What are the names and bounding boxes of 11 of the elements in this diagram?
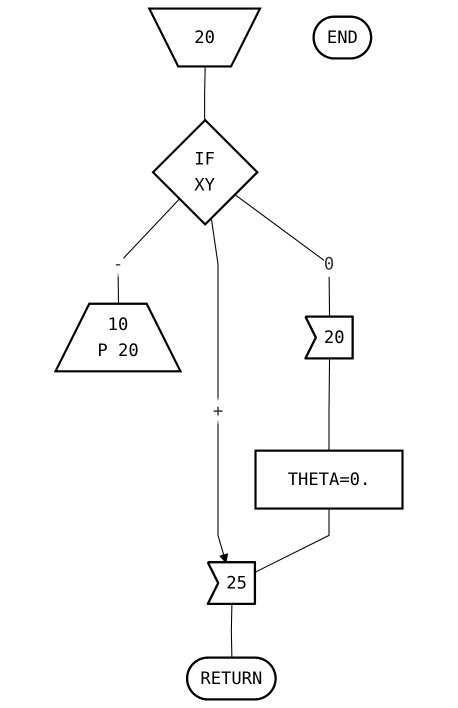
connector <box>204 67 206 120</box>
edge-label: - <box>112 253 124 274</box>
connector <box>234 194 330 318</box>
connector <box>255 508 330 573</box>
connector <box>230 604 232 658</box>
edge-label: 0 <box>324 253 334 274</box>
node-box: THETA=0. <box>254 450 404 510</box>
connector <box>328 358 330 451</box>
connector <box>117 198 180 304</box>
edge-label: + <box>212 400 224 421</box>
node-diamond: IF XY <box>152 118 259 226</box>
